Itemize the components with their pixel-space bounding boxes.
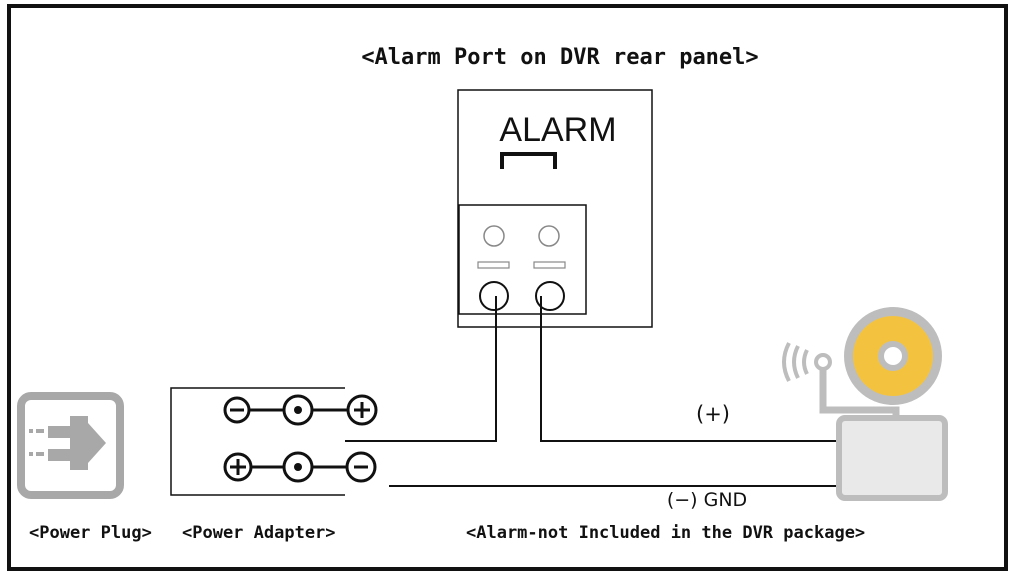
wire-terminal-left (345, 296, 497, 442)
terminal-screw-icon (538, 225, 560, 247)
gnd-label: (−) GND (667, 489, 747, 511)
diagram-title: <Alarm Port on DVR rear panel> (361, 45, 758, 70)
alarm-bell-icon (782, 307, 948, 501)
caption-power-plug: <Power Plug> (29, 523, 152, 543)
adapter-bracket (170, 387, 345, 496)
terminal-hole-left (479, 281, 509, 311)
diagram-frame (7, 4, 1008, 571)
power-plug-icon (17, 392, 124, 499)
terminal-block (458, 204, 587, 315)
terminal-slot-icon (477, 261, 510, 269)
polarity-symbol-bottom (223, 451, 377, 483)
caption-alarm: <Alarm-not Included in the DVR package> (466, 523, 865, 543)
power-adapter (170, 387, 378, 496)
terminal-screw-icon (483, 225, 505, 247)
alarm-port-label: ALARM (499, 111, 616, 149)
terminal-slot-icon (533, 261, 566, 269)
caption-power-adapter: <Power Adapter> (182, 523, 336, 543)
positive-label: (+) (696, 402, 730, 426)
terminal-hole-right (535, 281, 565, 311)
dvr-rear-panel: ALARM (457, 89, 653, 328)
wire-positive (540, 296, 848, 442)
polarity-symbol-top (223, 394, 378, 426)
wires (345, 296, 848, 487)
port-bracket-icon (500, 152, 557, 169)
